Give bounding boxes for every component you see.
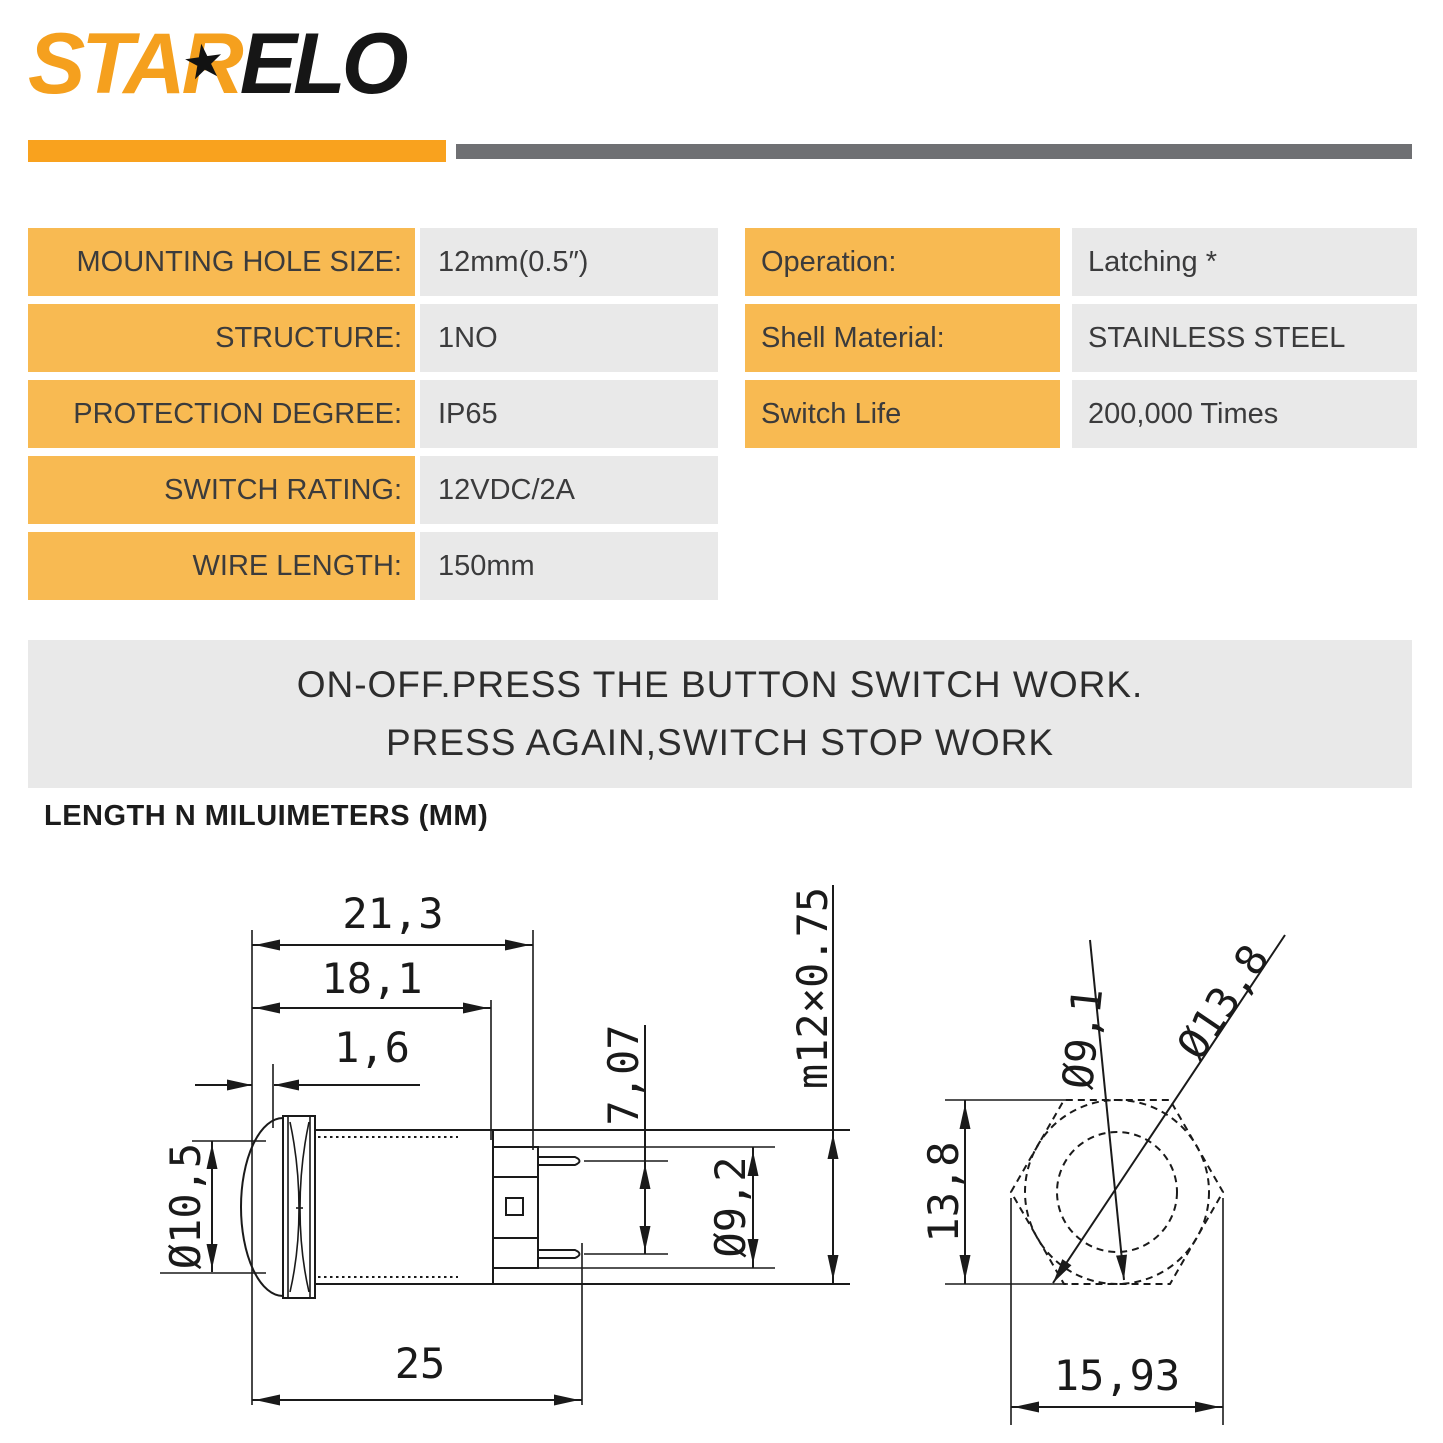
bezel-ring [282, 1115, 316, 1299]
dim-label-thread-spec: m12×0.75 [788, 887, 837, 1089]
spec-table-right: Operation: Latching * Shell Material: ST… [745, 228, 1417, 456]
outer-dia-leader [1052, 934, 1286, 1284]
spec-label: MOUNTING HOLE SIZE: [28, 228, 415, 296]
note-line-2: PRESS AGAIN,SWITCH STOP WORK [385, 722, 1055, 763]
side-view-drawing: 21,3 18,1 1,6 25 Ø10,5 7,07 Ø9,2 m12×0.7… [160, 885, 850, 1406]
brand-logo-black-text: ELO [239, 16, 409, 112]
spec-label: Switch Life [745, 380, 1060, 448]
note-line-1: ON-OFF.PRESS THE BUTTON SWITCH WORK. [296, 664, 1144, 705]
spec-value: 200,000 Times [1072, 380, 1417, 448]
spec-label: WIRE LENGTH: [28, 532, 415, 600]
spec-row-switch-life: Switch Life 200,000 Times [745, 380, 1417, 448]
spec-value: 1NO [420, 304, 718, 372]
terminal-pin-bottom [538, 1249, 581, 1259]
hex-nut-outline [1009, 1099, 1225, 1285]
dim-label-lip: 1,6 [334, 1023, 410, 1072]
spec-table-left: MOUNTING HOLE SIZE: 12mm(0.5″) STRUCTURE… [28, 228, 718, 608]
spec-value: Latching * [1072, 228, 1417, 296]
dim-label-body-dia: Ø9,2 [706, 1156, 755, 1257]
technical-drawing: 21,3 18,1 1,6 25 Ø10,5 7,07 Ø9,2 m12×0.7… [160, 885, 1286, 1425]
outer-circle [1024, 1099, 1210, 1285]
operation-note: ON-OFF.PRESS THE BUTTON SWITCH WORK. PRE… [28, 640, 1412, 788]
spec-label: PROTECTION DEGREE: [28, 380, 415, 448]
hex-view-drawing: 13,8 15,93 Ø9,1 Ø13,8 [919, 934, 1286, 1425]
dim-label-outer-dia: Ø13,8 [1167, 936, 1278, 1068]
spec-label: Shell Material: [745, 304, 1060, 372]
spec-value: STAINLESS STEEL [1072, 304, 1417, 372]
spec-value: 12mm(0.5″) [420, 228, 718, 296]
brand-logo: STARELO ★ [28, 14, 409, 124]
dim-label-hex-corners: 15,93 [1054, 1351, 1180, 1400]
button-dome [240, 1117, 284, 1297]
dim-label-hex-flats: 13,8 [919, 1141, 968, 1242]
spec-row-shell-material: Shell Material: STAINLESS STEEL [745, 304, 1417, 372]
drawing-title: LENGTH N MILUIMETERS (MM) [44, 800, 489, 832]
spec-label: Operation: [745, 228, 1060, 296]
dim-label-cap-dia: Ø10,5 [161, 1143, 210, 1269]
dim-label-length-total: 25 [395, 1339, 446, 1388]
dim-label-pin-pitch: 7,07 [599, 1024, 648, 1125]
inner-circle [1056, 1131, 1178, 1253]
brand-underline-gray [456, 144, 1412, 159]
spec-row-protection-degree: PROTECTION DEGREE: IP65 [28, 380, 718, 448]
brand-underline-orange [28, 140, 446, 162]
dim-label-inner-dia: Ø9,1 [1053, 986, 1112, 1092]
spec-row-mounting-hole: MOUNTING HOLE SIZE: 12mm(0.5″) [28, 228, 718, 296]
spec-label: STRUCTURE: [28, 304, 415, 372]
connector-key-slot [505, 1197, 524, 1216]
spec-row-switch-rating: SWITCH RATING: 12VDC/2A [28, 456, 718, 524]
spec-value: IP65 [420, 380, 718, 448]
brand-logo-orange-text: STAR [28, 16, 244, 112]
spec-row-structure: STRUCTURE: 1NO [28, 304, 718, 372]
terminal-pin-top [538, 1156, 581, 1166]
spec-row-operation: Operation: Latching * [745, 228, 1417, 296]
spec-value: 12VDC/2A [420, 456, 718, 524]
dim-label-width-body: 18,1 [321, 954, 422, 1003]
spec-row-wire-length: WIRE LENGTH: 150mm [28, 532, 718, 600]
spec-label: SWITCH RATING: [28, 456, 415, 524]
dim-label-width-total: 21,3 [342, 889, 443, 938]
spec-value: 150mm [420, 532, 718, 600]
connector-block [492, 1146, 539, 1269]
inner-dia-leader [1089, 939, 1127, 1281]
